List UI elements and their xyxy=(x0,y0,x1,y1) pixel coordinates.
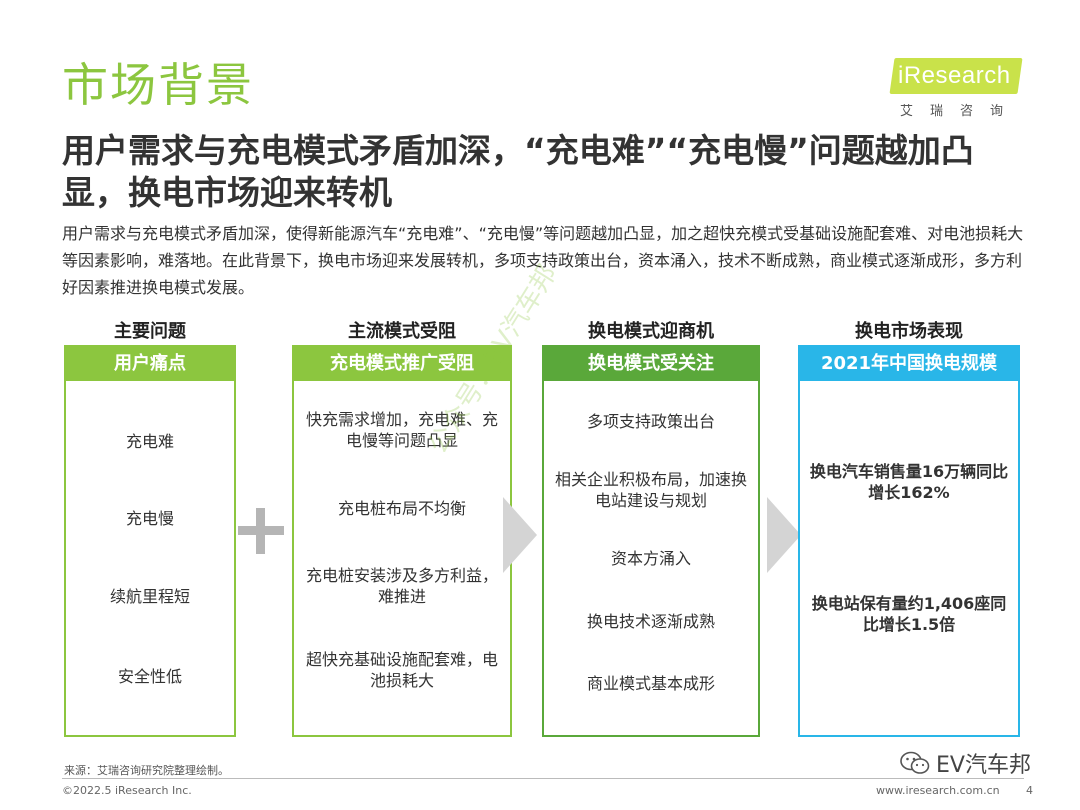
column-heading-main-issues: 主要问题 xyxy=(114,321,186,342)
chevron-right-icon xyxy=(503,497,537,573)
list-item: 超快充基础设施配套难，电池损耗大 xyxy=(305,650,498,690)
column-band: 用户痛点 xyxy=(66,347,234,381)
iresearch-logo: iResearch 艾瑞咨询 xyxy=(889,58,1026,120)
source-note: 来源：艾瑞咨询研究院整理绘制。 xyxy=(64,764,229,777)
list-item: 商业模式基本成形 xyxy=(586,674,715,693)
column-items: 充电难 充电慢 续航里程短 安全性低 xyxy=(66,381,234,735)
list-item: 充电桩布局不均衡 xyxy=(337,499,466,518)
list-item: 充电慢 xyxy=(125,509,174,528)
list-item: 换电技术逐渐成熟 xyxy=(586,612,715,631)
plus-icon xyxy=(238,508,284,554)
copyright: ©2022.5 iResearch Inc. xyxy=(62,784,192,797)
column-band: 2021年中国换电规模 xyxy=(800,347,1018,381)
list-item: 换电汽车销售量16万辆同比增长162% xyxy=(809,462,1009,502)
list-item: 多项支持政策出台 xyxy=(586,412,715,431)
list-item: 充电桩安装涉及多方利益，难推进 xyxy=(305,566,498,606)
list-item: 安全性低 xyxy=(117,667,182,686)
column-box-swap-attention: 换电模式受关注 多项支持政策出台 相关企业积极布局，加速换电站建设与规划 资本方… xyxy=(542,345,760,737)
page-number: 4 xyxy=(1026,784,1033,797)
column-items: 快充需求增加，充电难、充电慢等问题凸显 充电桩布局不均衡 充电桩安装涉及多方利益… xyxy=(294,381,510,735)
list-item: 相关企业积极布局，加速换电站建设与规划 xyxy=(554,470,747,510)
list-item: 快充需求增加，充电难、充电慢等问题凸显 xyxy=(305,410,498,450)
column-box-charging-blocked: 充电模式推广受阻 快充需求增加，充电难、充电慢等问题凸显 充电桩布局不均衡 充电… xyxy=(292,345,512,737)
column-box-swap-scale: 2021年中国换电规模 换电汽车销售量16万辆同比增长162% 换电站保有量约1… xyxy=(798,345,1020,737)
list-item: 换电站保有量约1,406座同比增长1.5倍 xyxy=(811,594,1007,634)
website-url: www.iresearch.com.cn xyxy=(876,784,1000,797)
intro-paragraph: 用户需求与充电模式矛盾加深，使得新能源汽车“充电难”、“充电慢”等问题越加凸显，… xyxy=(62,224,1024,297)
list-item: 充电难 xyxy=(125,432,174,451)
page-subtitle: 用户需求与充电模式矛盾加深，“充电难”“充电慢”问题越加凸显，换电市场迎来转机 xyxy=(62,131,974,212)
column-items: 多项支持政策出台 相关企业积极布局，加速换电站建设与规划 资本方涌入 换电技术逐… xyxy=(544,381,758,735)
wechat-label: EV汽车邦 xyxy=(936,753,1031,778)
column-heading-swap-opportunity: 换电模式迎商机 xyxy=(588,321,714,342)
column-heading-mainstream-blocked: 主流模式受阻 xyxy=(348,321,456,342)
footer-divider xyxy=(62,778,1024,779)
column-band: 充电模式推广受阻 xyxy=(294,347,510,381)
column-heading-market-performance: 换电市场表现 xyxy=(855,321,963,342)
column-band: 换电模式受关注 xyxy=(544,347,758,381)
list-item: 续航里程短 xyxy=(109,587,190,606)
column-items: 换电汽车销售量16万辆同比增长162% 换电站保有量约1,406座同比增长1.5… xyxy=(800,381,1018,735)
chevron-right-icon xyxy=(767,497,801,573)
column-box-user-pain-points: 用户痛点 充电难 充电慢 续航里程短 安全性低 xyxy=(64,345,236,737)
page-title: 市场背景 xyxy=(62,58,254,112)
wechat-badge: EV汽车邦 xyxy=(900,748,1031,778)
wechat-icon xyxy=(900,751,930,774)
logo-subtext: 艾瑞咨询 xyxy=(900,104,1021,119)
list-item: 资本方涌入 xyxy=(610,549,691,568)
logo-text: iResearch xyxy=(898,62,1011,89)
